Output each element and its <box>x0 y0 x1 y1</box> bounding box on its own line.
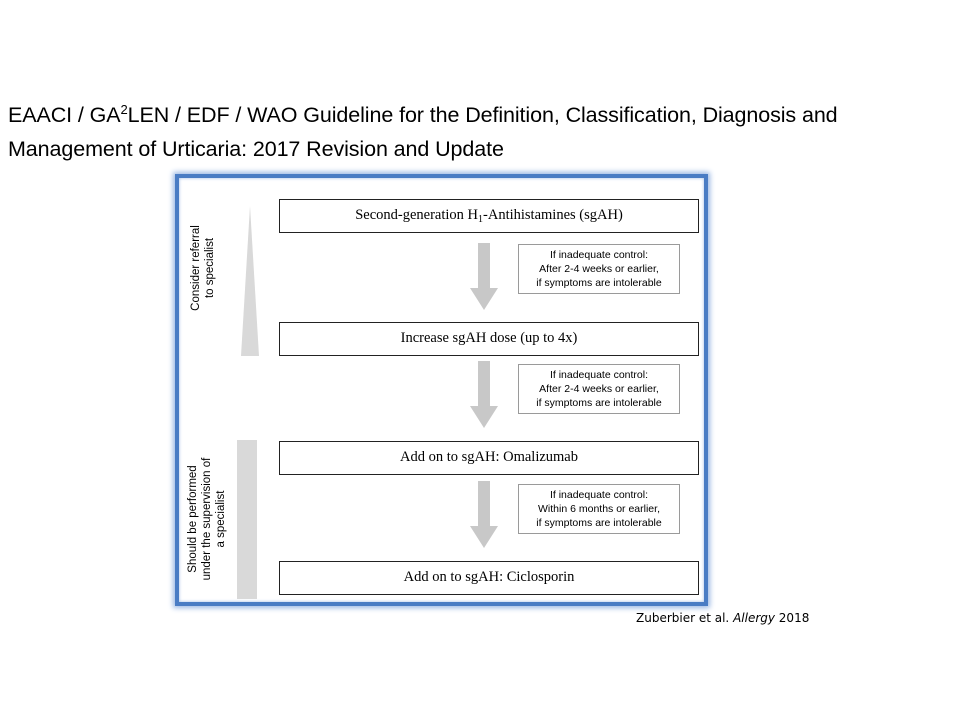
escalation-note: If inadequate control: Within 6 months o… <box>518 484 680 534</box>
step-increase-dose: Increase sgAH dose (up to 4x) <box>279 322 699 356</box>
citation: Zuberbier et al. Allergy 2018 <box>636 611 810 625</box>
step-ciclosporin: Add on to sgAH: Ciclosporin <box>279 561 699 595</box>
step-antihistamines: Second-generation H1-Antihistamines (sgA… <box>279 199 699 233</box>
title-line-2: Management of Urticaria: 2017 Revision a… <box>8 137 504 161</box>
down-arrow-icon <box>469 481 499 549</box>
urticaria-treatment-algorithm: Consider referral to specialist Should b… <box>175 174 708 606</box>
referral-wedge <box>241 206 259 356</box>
specialist-label: Should be performed under the supervisio… <box>187 457 227 581</box>
referral-label: Consider referral to specialist <box>190 225 216 311</box>
escalation-note: If inadequate control: After 2-4 weeks o… <box>518 244 680 294</box>
down-arrow-icon <box>469 361 499 429</box>
escalation-note: If inadequate control: After 2-4 weeks o… <box>518 364 680 414</box>
slide-title: EAACI / GA2LEN / EDF / WAO Guideline for… <box>8 98 953 166</box>
down-arrow-icon <box>469 243 499 311</box>
step-omalizumab: Add on to sgAH: Omalizumab <box>279 441 699 475</box>
specialist-bar <box>237 440 257 599</box>
title-line-1: EAACI / GA2LEN / EDF / WAO Guideline for… <box>8 101 838 127</box>
